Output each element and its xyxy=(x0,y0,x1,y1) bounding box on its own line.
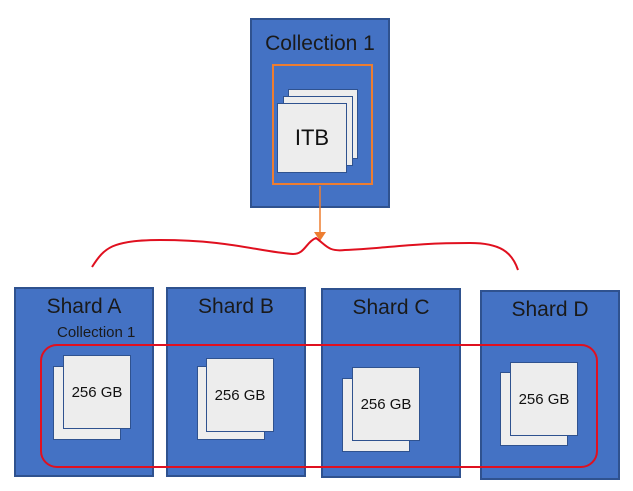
itb-page-front: ITB xyxy=(277,103,347,173)
collection-title: Collection 1 xyxy=(265,32,375,55)
shard-a-title: Shard A xyxy=(46,295,122,318)
shard-c-page-front: 256 GB xyxy=(352,367,420,441)
shard-a-page-front: 256 GB xyxy=(63,355,131,429)
shard-c-title: Shard C xyxy=(352,296,430,319)
shard-d-page-front: 256 GB xyxy=(510,362,578,436)
shard-b-title: Shard B xyxy=(198,295,274,318)
collection-highlight xyxy=(272,64,373,185)
shard-d-title: Shard D xyxy=(511,298,589,321)
shard-a-size: 256 GB xyxy=(71,383,123,401)
shard-d-size: 256 GB xyxy=(518,390,570,408)
shard-b-page-front: 256 GB xyxy=(206,358,274,432)
collection-arrow-head xyxy=(314,232,326,241)
shard-b-size: 256 GB xyxy=(214,386,266,404)
shard-c-size: 256 GB xyxy=(360,395,412,413)
itb-label: ITB xyxy=(294,125,330,150)
shard-brace xyxy=(91,236,519,271)
shard-a-subtitle: Collection 1 xyxy=(57,324,136,341)
